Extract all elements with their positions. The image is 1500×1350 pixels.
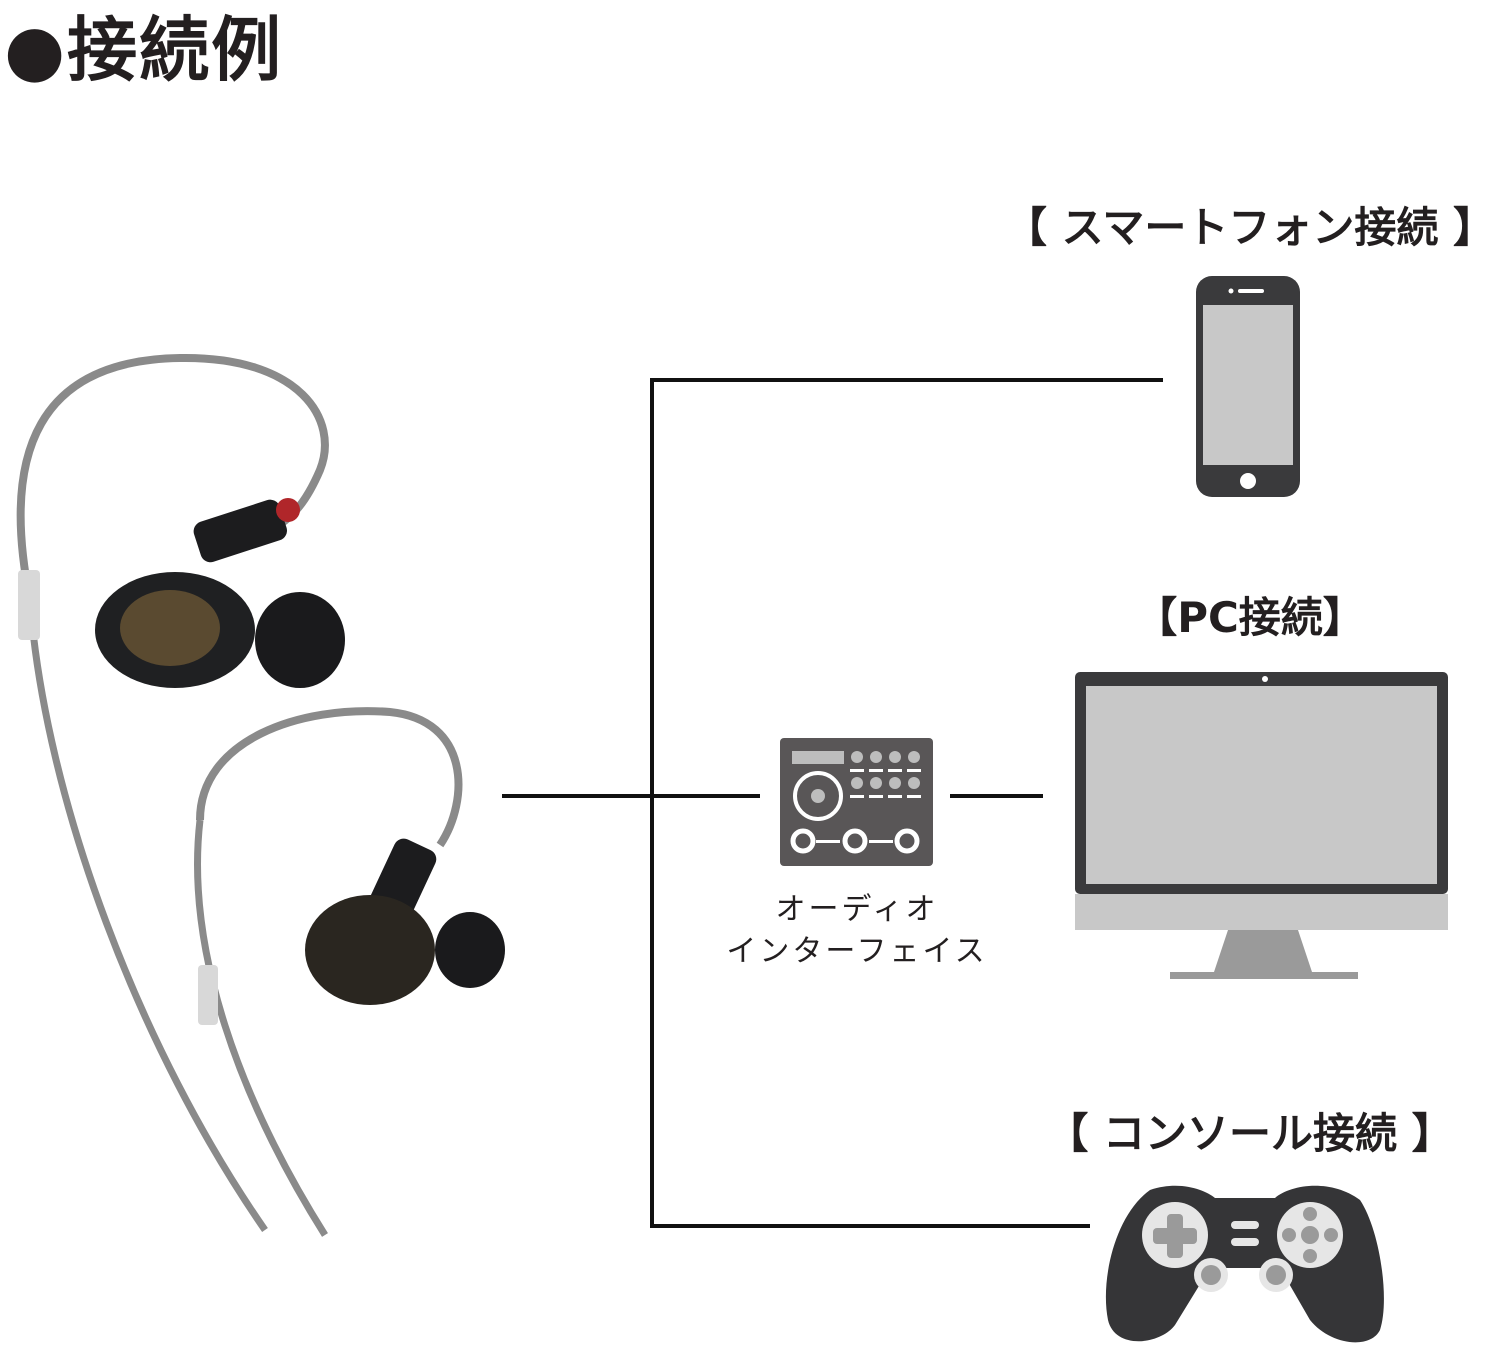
page-title: ●接続例 (4, 9, 284, 91)
smartphone-connection-label: 【 スマートフォン接続 】 (1005, 203, 1495, 252)
console-connection-label: 【 コンソール接続 】 (1046, 1109, 1454, 1158)
desktop-monitor-icon (1075, 672, 1448, 979)
earphones-image (16, 353, 505, 1237)
connection-lines (502, 378, 1163, 1228)
audio-interface-icon (780, 738, 933, 866)
pc-connection-label: 【PC接続】 (1135, 593, 1365, 642)
smartphone-icon (1196, 276, 1300, 497)
game-controller-icon (1105, 1185, 1384, 1343)
audio-interface-label-line1: オーディオ (775, 892, 939, 927)
audio-interface-label-line2: インターフェイス (726, 934, 988, 969)
